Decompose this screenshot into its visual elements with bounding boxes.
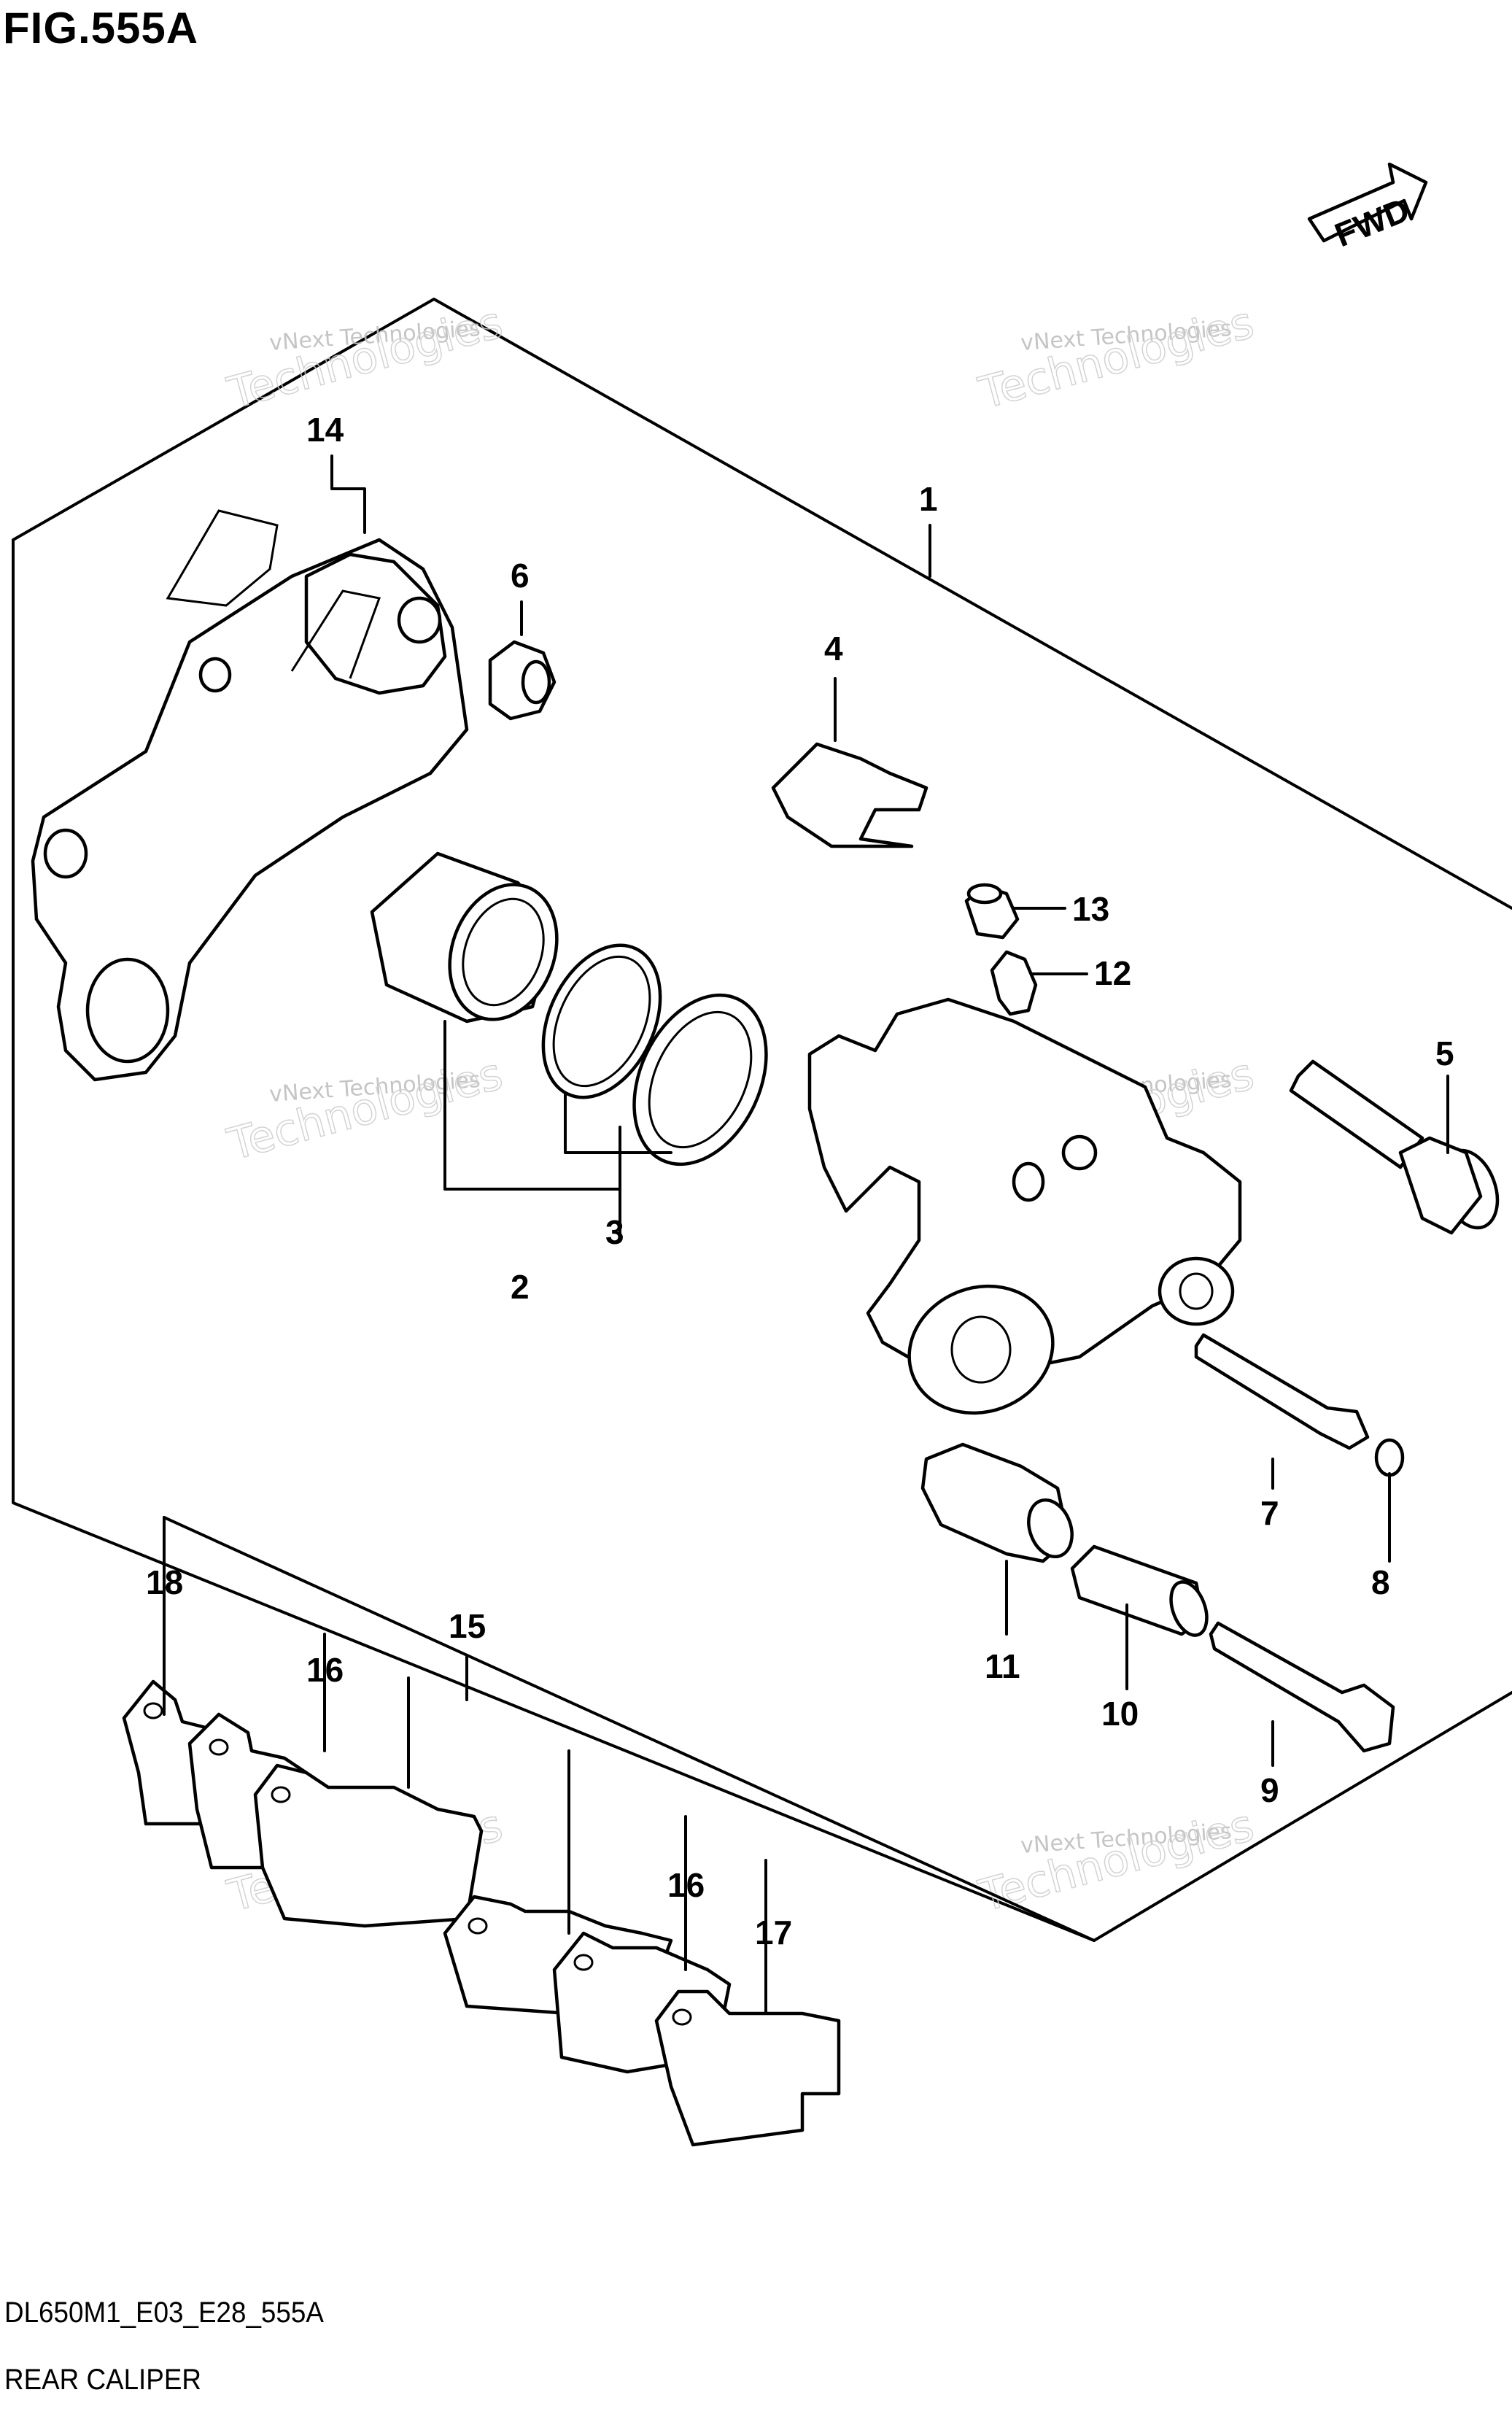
sleeve-part-10	[1070, 1544, 1209, 1637]
leader-lines	[163, 454, 1449, 2015]
callout-16: 16	[306, 1651, 344, 1689]
diagram-code: DL650M1_E03_E28_555A	[4, 2297, 324, 2329]
callout-3: 3	[605, 1213, 624, 1251]
callout-9: 9	[1260, 1771, 1279, 1809]
callout-14: 14	[306, 411, 344, 449]
caliper-body-part-1	[807, 997, 1242, 1415]
callout-13: 13	[1072, 890, 1109, 928]
fwd-arrow-badge: FWD	[1307, 162, 1428, 254]
diagram-name: REAR CALIPER	[4, 2364, 201, 2396]
callout-12: 12	[1094, 954, 1131, 992]
callout-10: 10	[1101, 1695, 1139, 1733]
watermark-text: Technologies	[222, 297, 508, 419]
callout-11: 11	[985, 1647, 1020, 1685]
piston-part-2	[370, 851, 559, 1024]
pad-spring-part-4	[771, 742, 928, 848]
callout-16: 16	[667, 1866, 705, 1904]
callout-15: 15	[449, 1607, 486, 1645]
pad-pin-part-7	[1194, 1333, 1370, 1450]
callout-7: 7	[1260, 1494, 1279, 1532]
callout-2: 2	[511, 1268, 530, 1306]
boot-part-11	[920, 1442, 1074, 1563]
callout-1: 1	[919, 480, 938, 518]
seal-part-3b	[632, 993, 768, 1166]
brake-pad-shim-part-17	[654, 1989, 841, 2147]
caliper-bracket-part-14	[31, 509, 469, 1082]
callout-6: 6	[511, 557, 530, 595]
slide-pin-part-5	[1289, 1059, 1500, 1235]
callout-18: 18	[146, 1563, 183, 1601]
boot-part-6	[488, 640, 557, 721]
bolt-part-9	[1209, 1621, 1395, 1753]
bleeder-cap-part-13	[964, 883, 1020, 940]
callout-17: 17	[755, 1914, 792, 1951]
pin-clip-part-8	[1374, 1438, 1405, 1477]
callout-4: 4	[824, 630, 843, 668]
bleeder-valve-part-12	[990, 950, 1038, 1016]
seal-part-3a	[541, 943, 662, 1099]
watermark-text: Technologies	[222, 1048, 508, 1171]
watermark-text: Technologies	[974, 297, 1259, 419]
brake-pad-part-15a	[253, 1763, 484, 1928]
callout-8: 8	[1371, 1563, 1390, 1601]
callout-5: 5	[1435, 1034, 1454, 1072]
callout-numbers: 1 2 3 4 5 6 7 8 9 10 11 12 13 14 15 16 1…	[146, 411, 1454, 1951]
assembly-outline	[12, 298, 1512, 1942]
figure-title: FIG.555A	[3, 4, 199, 53]
